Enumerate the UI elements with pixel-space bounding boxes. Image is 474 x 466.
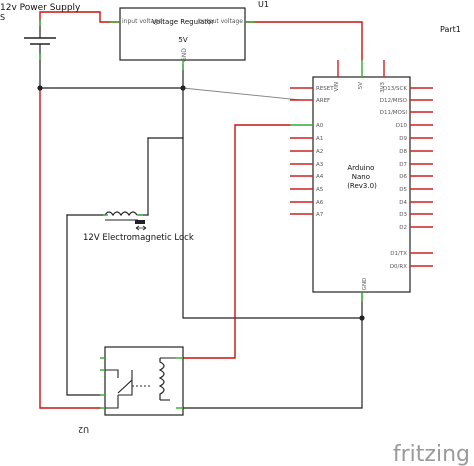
junction-dot <box>180 85 186 91</box>
wire-grey-diag <box>182 87 301 101</box>
junction-dot <box>359 315 365 321</box>
wire-12v-top <box>39 11 121 23</box>
arduino-left-pin-label: A0 <box>316 123 324 129</box>
regulator-body <box>119 7 246 61</box>
regulator-pin-gnd: GND <box>181 48 188 62</box>
arduino-right-pin-label: D11/MOSI <box>380 110 408 116</box>
arduino-name-line3: (Rev3.0) <box>347 182 377 190</box>
relay-coil-icon <box>158 358 165 400</box>
relay: U2 <box>78 346 184 434</box>
wire-12v-left <box>39 87 101 409</box>
arduino-right-pins: D13/SCK D12/MISO D11/MOSI D10D9D8D7D6D5D4D3… <box>380 86 433 270</box>
arduino-name-line2: Nano <box>352 173 370 181</box>
arduino-right-pin-label: D13/SCK <box>383 86 407 92</box>
arduino-ref: Part1 <box>440 25 461 34</box>
relay-switch <box>100 369 133 409</box>
arduino-left-pin-label: A1 <box>316 136 323 142</box>
arduino-top-pin-label: 3V3 <box>380 82 386 93</box>
fritzing-logo: fritzing <box>393 442 470 466</box>
junctions <box>37 85 365 321</box>
arduino-left-pin-label: A4 <box>316 174 324 180</box>
arduino-left-pin-label: A3 <box>316 162 324 168</box>
arduino-right-pin-label: D1/TX <box>390 251 407 257</box>
arduino-right-pin-label: D3 <box>399 212 407 218</box>
arduino-left-pin-label: AREF <box>316 98 330 104</box>
arduino-gnd-label: GND <box>362 278 368 291</box>
junction-dot <box>37 85 43 91</box>
arduino-right-pin-label: D12/MISO <box>380 98 408 104</box>
arduino-left-pin-label: A5 <box>316 187 324 193</box>
arduino-right-pin-label: D2 <box>399 225 407 231</box>
wire-a0 <box>182 124 291 359</box>
regulator-name: Voltage Regulator <box>152 18 214 26</box>
wire-lock-relay <box>66 214 101 396</box>
wires <box>39 11 363 409</box>
arduino-right-pin-label: D8 <box>399 149 407 155</box>
arduino-nano: Part1 Arduino Nano (Rev3.0) VIN 5V 3V3 RES… <box>290 25 461 302</box>
wire-5v <box>244 21 363 61</box>
lock-arrow-icon <box>135 225 147 231</box>
arduino-name-line1: Arduino <box>347 164 374 172</box>
arduino-right-pin-label: D4 <box>399 200 407 206</box>
arduino-right-pin-label: D6 <box>399 174 407 180</box>
regulator-pin-in: input voltage <box>122 18 162 25</box>
electromagnetic-lock: 12V Electromagnetic Lock <box>83 211 194 243</box>
relay-body <box>104 346 184 416</box>
regulator-pin-out: output voltage <box>199 18 243 25</box>
wire-gnd-down <box>182 87 363 319</box>
arduino-left-pin-label: A2 <box>316 149 323 155</box>
arduino-top-pins: VIN 5V 3V3 <box>334 60 386 93</box>
regulator-ref: U1 <box>258 0 269 9</box>
arduino-right-pin-label: D0/RX <box>390 264 407 270</box>
lock-plunger <box>135 220 145 224</box>
arduino-name: Arduino Nano (Rev3.0) <box>347 164 377 190</box>
lock-coil <box>104 211 138 217</box>
power-supply-ref: S <box>0 13 5 22</box>
power-supply: 12v Power Supply S <box>0 3 81 60</box>
arduino-right-pin-label: D5 <box>399 187 407 193</box>
arduino-right-pin-label: D7 <box>399 162 407 168</box>
lock-label: 12V Electromagnetic Lock <box>83 233 194 243</box>
power-supply-title: 12v Power Supply <box>0 3 81 13</box>
arduino-right-pin-label: D10 <box>396 123 408 129</box>
arduino-left-pin-label: A7 <box>316 212 324 218</box>
wire-relay-gnd <box>182 317 363 409</box>
arduino-top-pin-label: 5V <box>358 82 364 89</box>
arduino-top-pin-label: VIN <box>334 82 340 92</box>
relay-ref: U2 <box>78 425 89 434</box>
voltage-regulator: U1 Voltage Regulator 5V input voltage ou… <box>110 0 269 70</box>
arduino-left-pin-label: RESET <box>316 86 334 92</box>
arduino-right-pin-label: D9 <box>399 136 407 142</box>
regulator-voltage: 5V <box>178 36 187 44</box>
arduino-left-pin-label: A6 <box>316 200 324 206</box>
